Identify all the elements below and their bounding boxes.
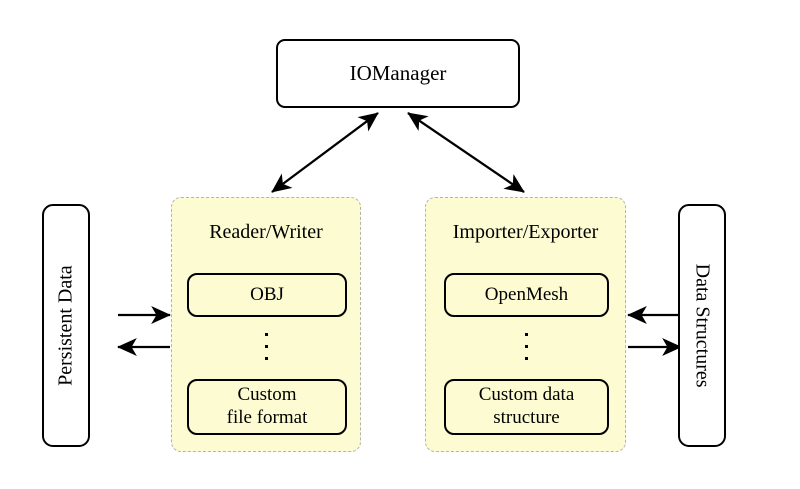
connector-iomanager-reader-writer bbox=[271, 112, 379, 193]
iomanager-label: IOManager bbox=[349, 61, 447, 86]
panel-importer-exporter-title: Importer/Exporter bbox=[452, 221, 599, 243]
persistent-data-node[interactable]: Persistent Data bbox=[42, 204, 90, 447]
connector-iomanager-importer-exporter bbox=[407, 112, 525, 193]
data-structures-label: Data Structures bbox=[691, 263, 714, 388]
item-obj-label: OBJ bbox=[250, 283, 284, 305]
panel-reader-writer-title: Reader/Writer bbox=[209, 221, 323, 243]
ellipsis-importer-exporter bbox=[524, 333, 528, 360]
item-openmesh[interactable]: OpenMesh bbox=[444, 273, 609, 317]
data-structures-node[interactable]: Data Structures bbox=[678, 204, 726, 447]
ellipsis-reader-writer bbox=[264, 333, 268, 360]
persistent-data-label: Persistent Data bbox=[54, 265, 77, 386]
item-obj[interactable]: OBJ bbox=[187, 273, 347, 317]
item-openmesh-label: OpenMesh bbox=[484, 283, 569, 305]
iomanager-node[interactable]: IOManager bbox=[276, 39, 520, 108]
